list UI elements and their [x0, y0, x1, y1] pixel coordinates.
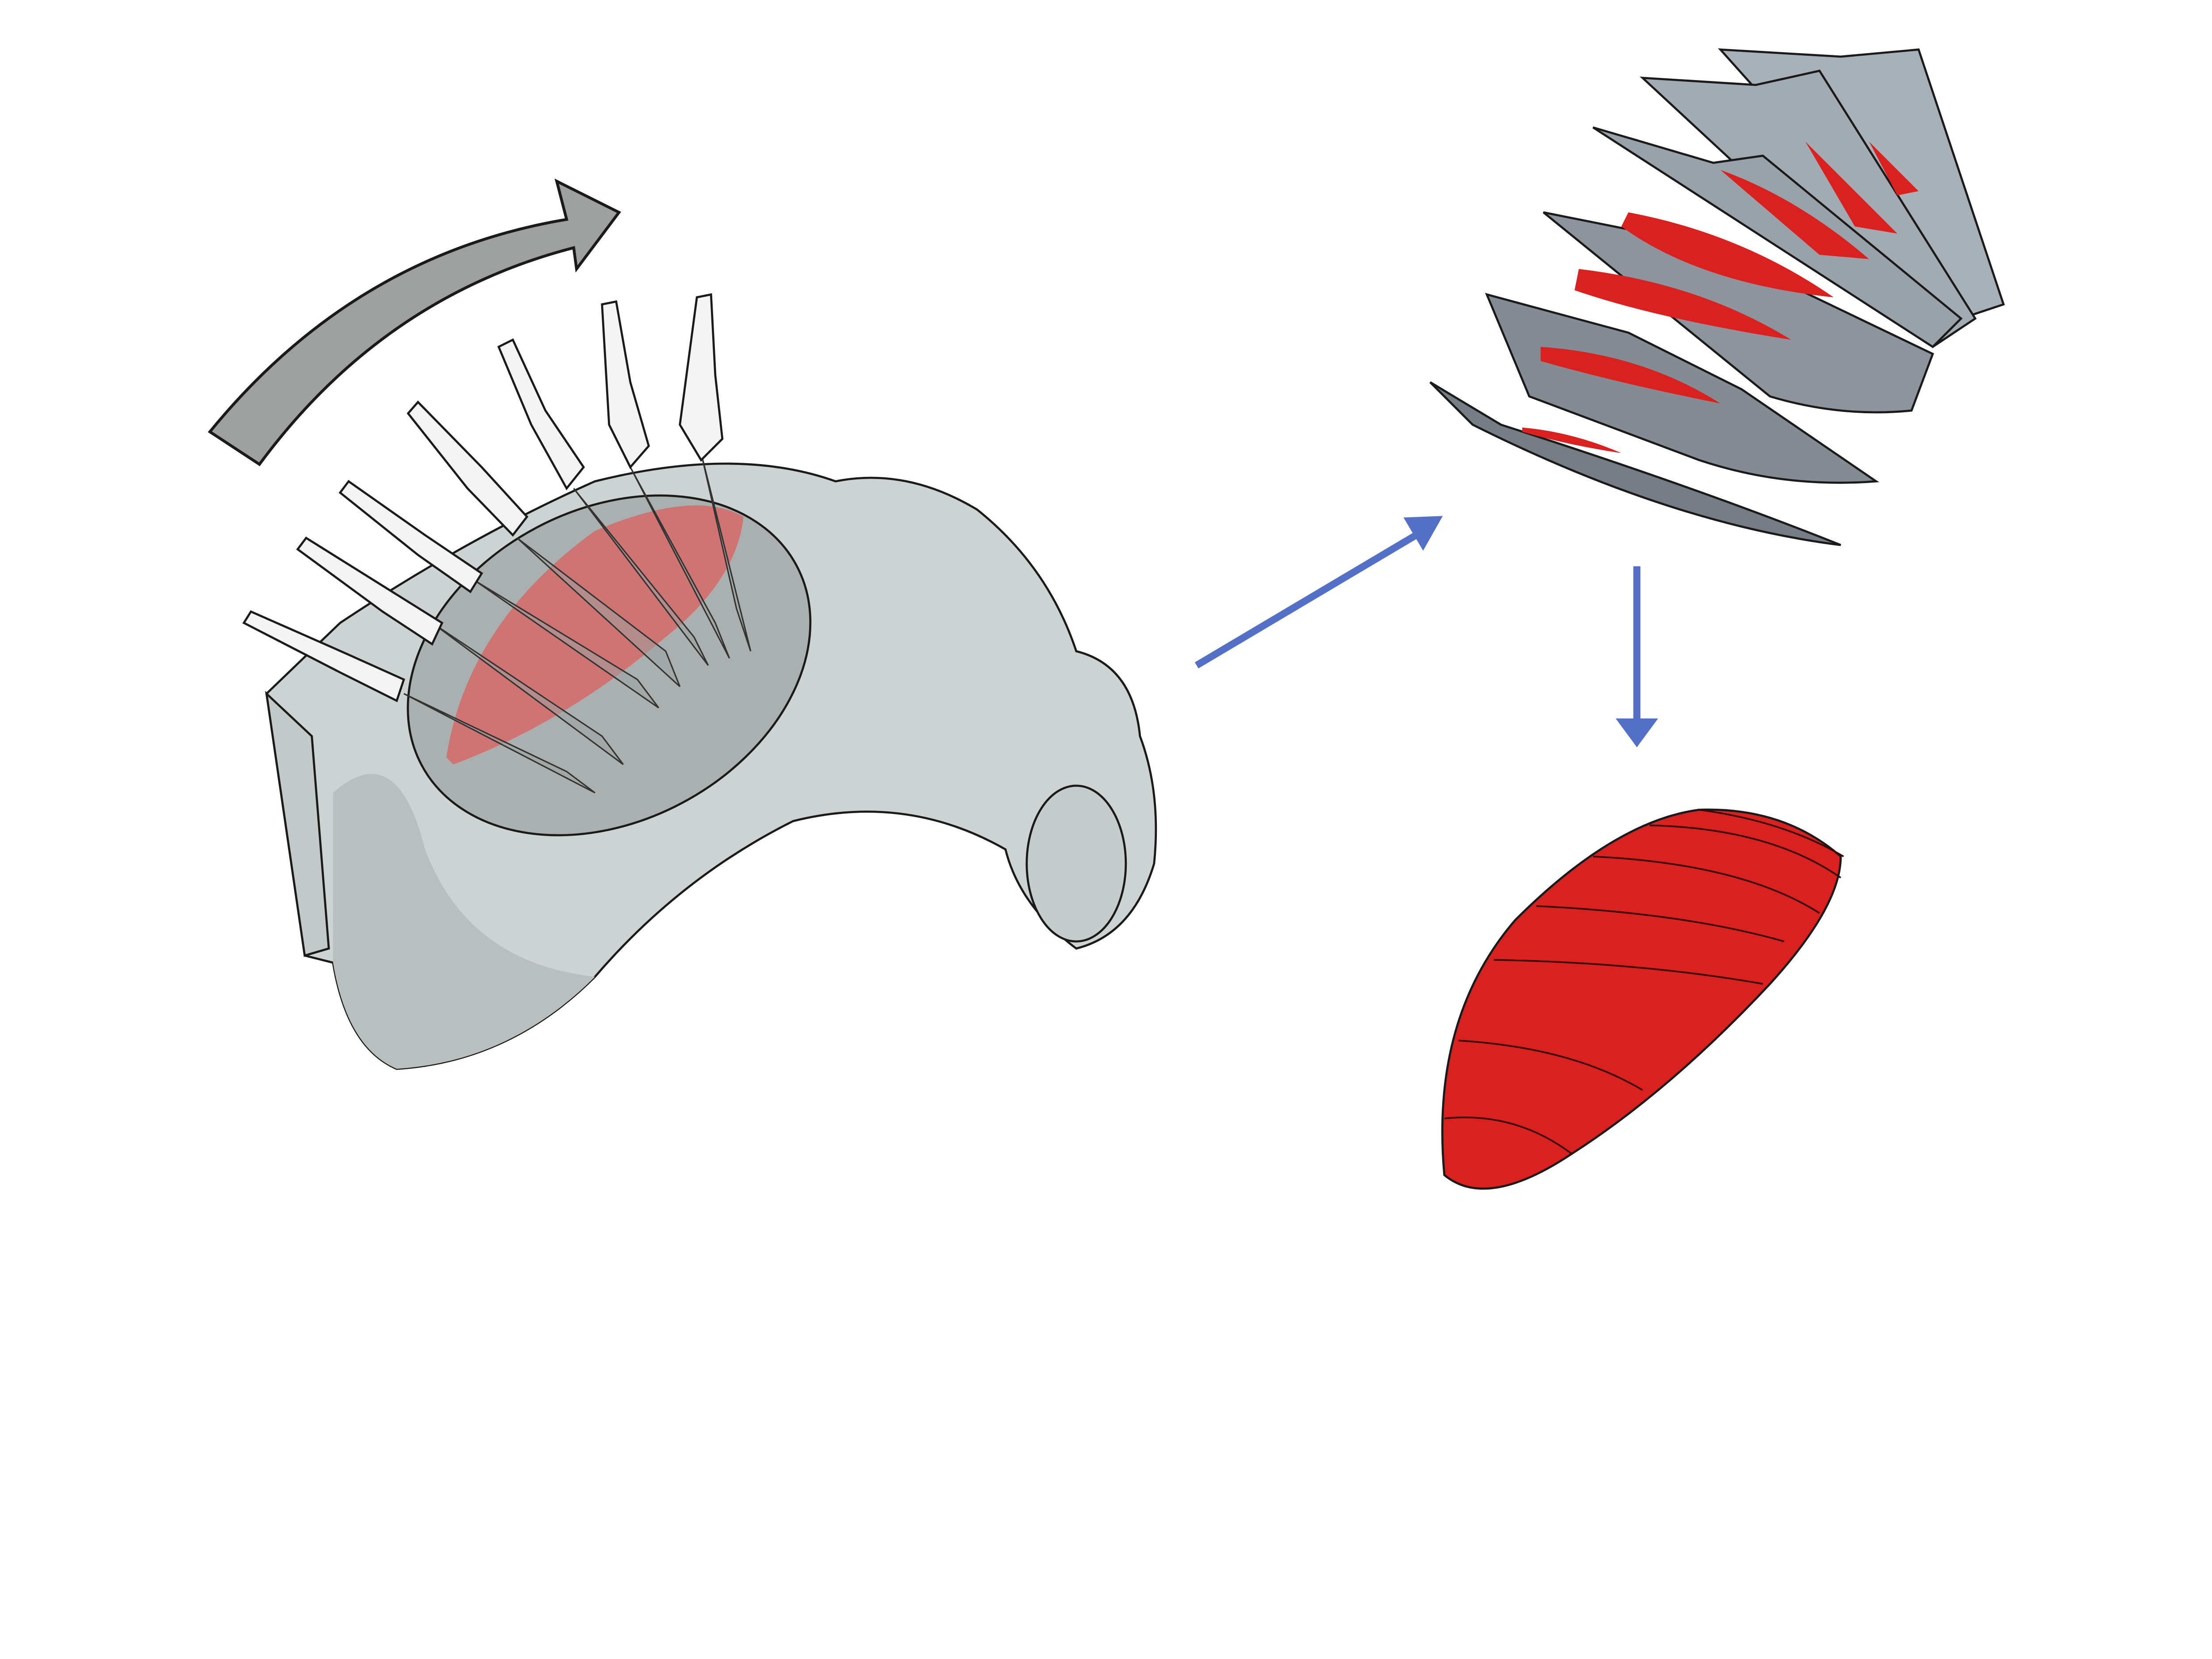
slice	[1429, 381, 1841, 546]
scan-plane	[630, 467, 730, 659]
slice-lesion	[1869, 141, 1919, 196]
extracted-slices	[1429, 48, 2005, 546]
scan-planes-in-body	[403, 453, 752, 794]
probe	[338, 480, 484, 594]
scan-plane	[700, 453, 752, 652]
diagram-container	[207, 48, 2005, 1190]
scan-plane	[403, 693, 595, 794]
probe	[497, 338, 585, 491]
torso-shadow	[333, 774, 595, 1069]
arrow-head	[1403, 516, 1443, 551]
left-arm-stub	[265, 691, 330, 957]
arrow-head	[1616, 718, 1658, 748]
probe	[242, 610, 405, 703]
lesion-in-body	[446, 505, 744, 764]
shoulder-joint	[1025, 784, 1127, 943]
slice-contour	[1649, 824, 1841, 879]
arrow-right-up-icon	[1194, 532, 1418, 668]
scan-plane	[431, 622, 624, 765]
slice-contour	[1444, 1116, 1572, 1155]
slice-lesion	[1621, 212, 1834, 297]
slice-lesion	[1522, 427, 1621, 453]
reconstructed-lesion-3d	[1441, 808, 1844, 1190]
scan-plane	[516, 537, 681, 687]
slice-contour	[1699, 809, 1844, 857]
slice-lesion	[1540, 346, 1720, 403]
ultrasound-reconstruction-diagram	[207, 48, 2005, 1190]
flow-arrows	[1194, 516, 1658, 748]
ultrasound-probes	[242, 293, 724, 703]
scan-plane	[573, 488, 709, 666]
probe	[601, 300, 650, 469]
slice-contour	[1593, 856, 1820, 914]
scan-plane	[474, 580, 660, 709]
slice-contour	[1494, 959, 1763, 985]
slice-contour	[1536, 905, 1785, 942]
probe	[679, 293, 724, 462]
slice-lesion	[1575, 269, 1791, 340]
curved-arrow-icon	[207, 178, 622, 466]
probe	[296, 536, 444, 646]
probe	[407, 400, 529, 537]
lesion-volume	[1441, 808, 1842, 1190]
slice	[1592, 126, 1963, 349]
torso-model	[265, 462, 1157, 1070]
slice-lesion	[1720, 169, 1869, 259]
slice-contour	[1458, 1040, 1643, 1091]
